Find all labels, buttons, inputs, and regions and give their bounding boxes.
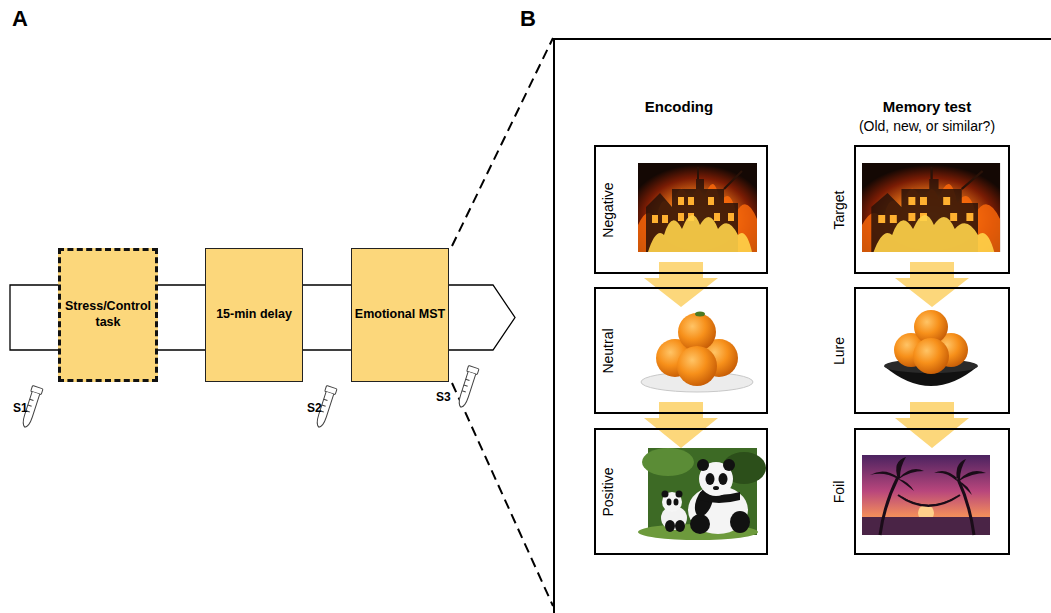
procedure-step-box: Stress/Control task [58, 248, 158, 382]
photo-pandas [638, 448, 766, 540]
photo-oranges-black-plate [878, 300, 985, 398]
procedure-step-box: Emotional MST [351, 248, 449, 382]
step-label: Stress/Control task [63, 299, 153, 330]
step-label: Emotional MST [354, 307, 446, 323]
stimulus-card: Neutral [594, 287, 768, 414]
connector [302, 285, 352, 350]
column-heading: Memory test [797, 98, 1051, 116]
card-label: Foil [831, 480, 847, 503]
stimulus-card: Negative [594, 145, 768, 274]
panel-frame: Encoding Memory test(Old, new, or similar… [553, 38, 1051, 613]
connector [644, 262, 718, 307]
sample-label: S2 [307, 401, 322, 415]
connector [644, 402, 718, 448]
connector [895, 402, 969, 448]
card-label: Lure [831, 336, 847, 364]
photo-oranges-white-plate [634, 305, 760, 395]
step-label: 15-min delay [208, 307, 300, 323]
connector [157, 285, 206, 350]
column-subheading: (Old, new, or similar?) [797, 117, 1051, 135]
zoom-lines [452, 38, 553, 606]
stimulus-card: Positive [594, 428, 768, 555]
card-label: Neutral [599, 328, 615, 373]
stimulus-card: Foil [854, 428, 1010, 555]
panel-letter: A [12, 6, 28, 32]
column-heading: Encoding [579, 98, 779, 116]
sample-label: S3 [436, 390, 451, 404]
connector [895, 262, 969, 307]
panel-letter: B [520, 6, 536, 32]
sample-label: S1 [13, 401, 28, 415]
stimulus-card: Lure [854, 287, 1010, 414]
procedure-step-box: 15-min delay [205, 248, 303, 382]
photo-sunset [862, 455, 990, 535]
card-label: Negative [599, 182, 615, 237]
card-label: Positive [599, 467, 615, 516]
photo-fire [638, 163, 1000, 252]
card-label: Target [831, 190, 847, 229]
stimulus-card: Target [854, 145, 1010, 274]
